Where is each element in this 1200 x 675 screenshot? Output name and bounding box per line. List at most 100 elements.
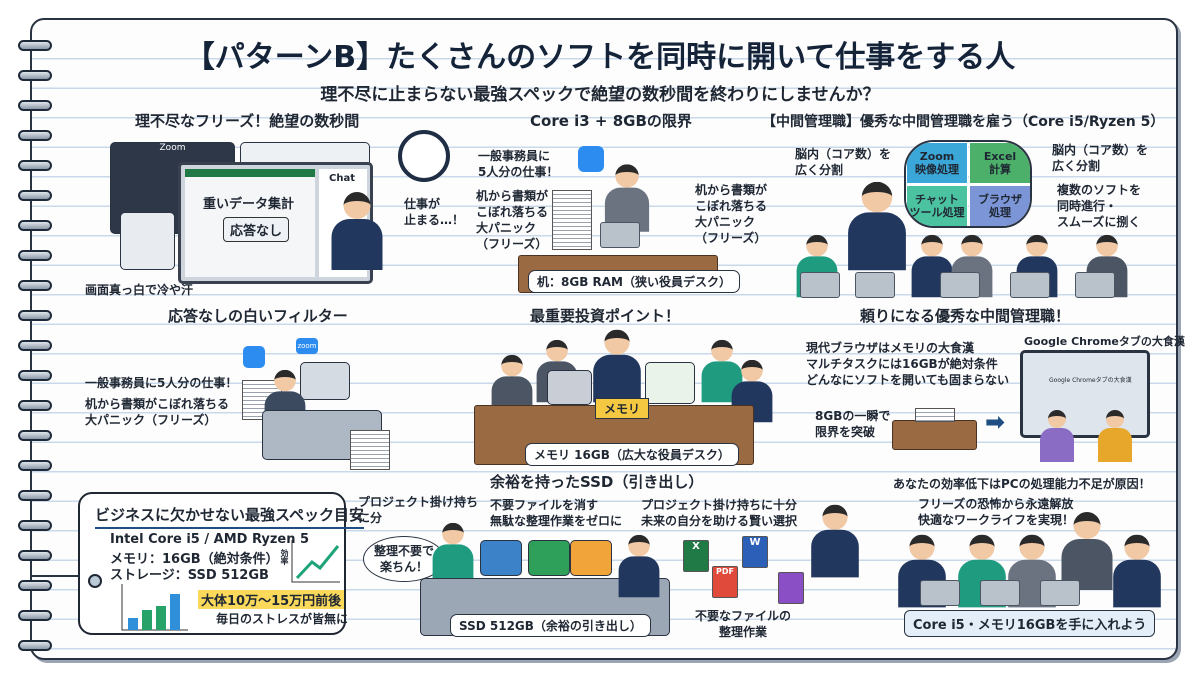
team-member <box>1113 534 1161 608</box>
thought-text: 仕事が 止まる…！ <box>404 197 465 227</box>
spiral-ring <box>18 400 52 411</box>
chrome-monitor: Google Chromeタブの大食漢 <box>1020 350 1150 438</box>
limit-note: 8GBの一瞬で 限界を突破 <box>815 409 891 439</box>
word-file-icon: W <box>742 536 768 568</box>
spec-heading: ビジネスに欠かせない最強スペック目安 <box>95 504 364 529</box>
worried-worker <box>331 192 383 270</box>
stress-note: 毎日のストレスが皆無に <box>216 612 349 626</box>
spiral-ring <box>18 610 52 621</box>
panel4-heading: 応答なしの白いフィルター <box>168 307 348 325</box>
spiral-ring <box>18 250 52 261</box>
zoom-app-icon <box>578 146 604 172</box>
laptop <box>600 222 640 248</box>
spiral-ring <box>18 220 52 231</box>
zoom-badge: zoom <box>296 338 318 354</box>
team-member <box>593 329 641 403</box>
spiral-ring <box>18 190 52 201</box>
no-response-dialog: 応答なし <box>223 217 290 242</box>
brain-quadrant: ブラウザ 処理 <box>969 185 1030 226</box>
spiral-ring <box>18 100 52 111</box>
viewer <box>1098 410 1132 462</box>
sheet-text: 重いデータ集計 <box>203 197 295 212</box>
zoom-app-icon <box>243 346 265 368</box>
spiral-ring <box>18 280 52 291</box>
ssd-note-2: 不要ファイルを消す 無駄な整理作業をゼロに <box>490 498 623 528</box>
spiral-ring <box>18 520 52 531</box>
blue-file-box <box>480 540 522 576</box>
paper-stack <box>915 408 955 422</box>
paper-stack <box>350 430 390 470</box>
laptop <box>980 580 1020 606</box>
note-file-icon <box>778 572 804 604</box>
laptop <box>1075 272 1115 298</box>
tag-hole <box>88 574 102 588</box>
panel2-note-right: 机から書類が こぼれ落ちる 大パニック （フリーズ） <box>695 183 768 245</box>
panel8-heading: 余裕を持ったSSD（引き出し） <box>490 473 704 491</box>
cause-note: あなたの効率低下はPCの処理能力不足が原因！ <box>893 477 1151 491</box>
brain-quadrant: Excel 計算 <box>969 142 1030 184</box>
excel-file-icon: X <box>683 540 709 572</box>
laptop <box>1040 580 1080 606</box>
laptop <box>940 272 980 298</box>
brain-quadrant: Zoom 映像処理 <box>906 142 968 184</box>
monitor <box>547 370 592 405</box>
spiral-ring <box>18 340 52 351</box>
arrow-right-icon: ➡ <box>985 408 1006 436</box>
panel6-heading: 頼りになる優秀な中間管理職！ <box>860 307 1071 325</box>
team-member <box>1061 512 1113 590</box>
desk-label-8gb: 机：8GB RAM（狭い役員デスク） <box>528 270 740 293</box>
spiral-ring <box>18 460 52 471</box>
paper-stack <box>552 190 592 250</box>
pdf-file-icon: PDF <box>712 566 738 598</box>
panel2-note-top: 一般事務員に 5人分の仕事！ <box>478 149 559 179</box>
spec-memory: メモリ：16GB（絶対条件） <box>110 552 279 567</box>
panel1-heading: 理不尽なフリーズ！絶望の数秒間 <box>135 112 360 130</box>
chat-label: Chat <box>329 173 355 184</box>
drawer-label: SSD 512GB（余裕の引き出し） <box>450 614 651 637</box>
panel2-heading: Core i3 + 8GBの限界 <box>530 112 692 130</box>
small-desk <box>892 420 977 450</box>
ssd-note-3: プロジェクト掛け持ちに十分 未来の自分を助ける賢い選択 <box>641 498 798 528</box>
brain-quadrant: チャット ツール処理 <box>906 185 968 226</box>
spiral-ring <box>18 490 52 501</box>
spiral-ring <box>18 130 52 141</box>
brain-note-right: 脳内（コア数）を 広く分割 <box>1052 143 1149 173</box>
ssd-note-1: プロジェクト掛け持ちに分 <box>358 495 479 525</box>
brain-note-left: 脳内（コア数）を 広く分割 <box>795 147 892 177</box>
benefit-note: フリーズの恐怖から永遠解放 快適なワークライフを実現！ <box>918 497 1075 527</box>
efficiency-axis: 効率 <box>280 549 289 565</box>
green-file-box <box>528 540 570 576</box>
cta-button[interactable]: Core i5・メモリ16GBを手に入れよう <box>904 610 1156 637</box>
spiral-ring <box>18 580 52 591</box>
spiral-ring <box>18 370 52 381</box>
panel5-heading: 最重要投資ポイント！ <box>530 307 681 325</box>
orange-file-box <box>570 540 612 576</box>
chrome-caption: Google Chromeタブの大食漢 <box>1024 335 1185 348</box>
brain-note-side: 複数のソフトを 同時進行・ スムーズに捌く <box>1057 183 1142 229</box>
spiral-ring <box>18 40 52 51</box>
tag-string <box>30 575 90 577</box>
files-caption: 不要なファイルの 整理作業 <box>695 609 792 639</box>
spec-cpu: Intel Core i5 / AMD Ryzen 5 <box>110 532 310 547</box>
browser-memory-note: 現代ブラウザはメモリの大食漢 マルチタスクには16GBが絶対条件 どんなにソフト… <box>806 341 1010 387</box>
video-tile <box>120 212 175 270</box>
spiral-ring <box>18 550 52 561</box>
panel4-line1: 一般事務員に5人分の仕事！ <box>85 376 238 390</box>
laptop <box>800 272 840 298</box>
zoom-window-title: Zoom <box>159 143 186 153</box>
efficiency-chart-icon <box>291 540 340 583</box>
spec-tag-card: ビジネスに欠かせない最強スペック目安 Intel Core i5 / AMD R… <box>78 492 364 635</box>
presenter <box>811 504 859 578</box>
team-member <box>848 181 906 271</box>
spreadsheet-monitor <box>645 362 695 404</box>
chrome-screen-text: Google Chromeタブの大食漢 <box>1049 377 1132 384</box>
filing-worker <box>618 534 660 598</box>
laptop <box>855 272 895 298</box>
panel4-line2: 机から書類がこぼれ落ちる 大パニック（フリーズ） <box>85 397 230 427</box>
page-title: 【パターンB】たくさんのソフトを同時に開いて仕事をする人 <box>184 40 1016 75</box>
panel2-note-left: 机から書類が こぼれ落ちる 大パニック （フリーズ） <box>476 189 549 251</box>
speech-bubble: 整理不要で 楽ちん！ <box>363 536 446 582</box>
desk-label-16gb: メモリ 16GB（広大な役員デスク） <box>525 443 739 466</box>
price-range: 大体10万〜15万円前後 <box>198 590 345 609</box>
